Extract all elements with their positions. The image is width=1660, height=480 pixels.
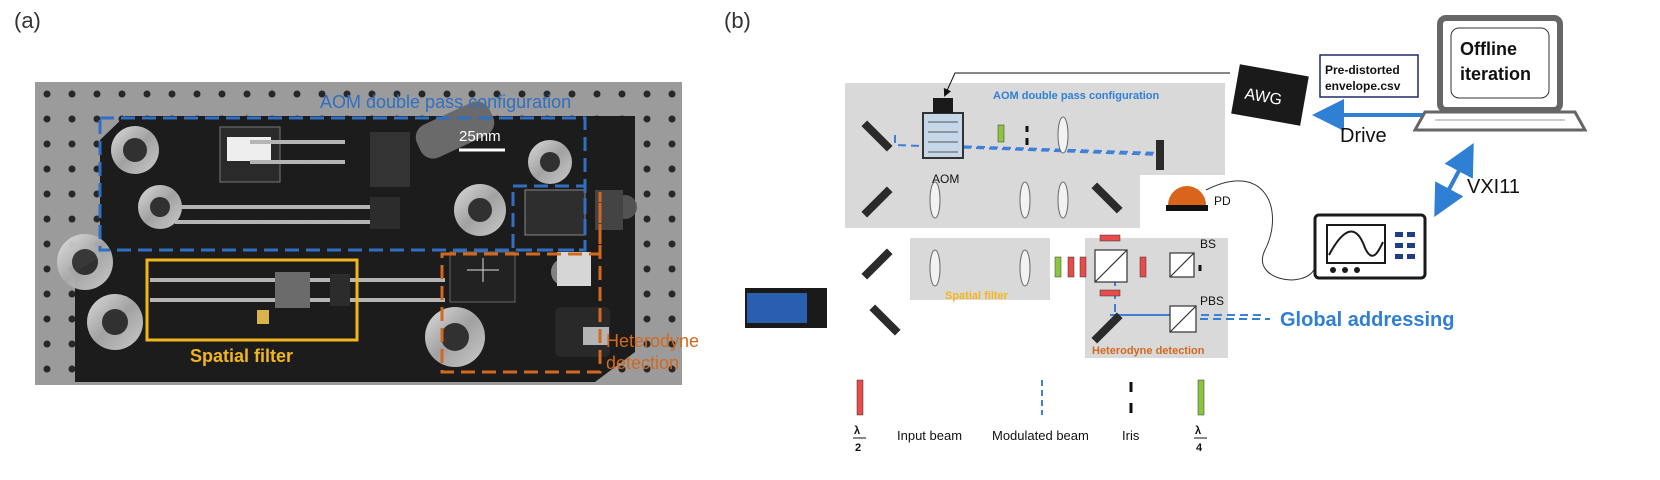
global-addressing-label: Global addressing [1280, 309, 1454, 331]
setup-schematic: AOM double pass configuration Spatial fi… [745, 10, 1660, 480]
legend-quarter-wave-den: 4 [1196, 442, 1203, 454]
legend: λ 2 Input beam Modulated beam Iris λ 4 [853, 379, 1207, 454]
spatial-filter-label: Spatial filter [190, 346, 293, 366]
offline-label-2: iteration [1460, 64, 1531, 84]
aom-label: AOM double pass configuration [320, 92, 571, 112]
beam-splitters [1094, 249, 1197, 333]
lenses [929, 116, 1069, 287]
heterodyne-label-line1: Heterodyne [606, 331, 700, 351]
legend-half-wave-den: 2 [855, 442, 861, 454]
legend-half-wave-num: λ [854, 425, 860, 437]
heterodyne-box [440, 192, 602, 374]
spatial-region-label: Spatial filter [945, 290, 1009, 302]
pbs-label: PBS [1200, 294, 1224, 308]
photodetector [1168, 186, 1206, 205]
mirrors [861, 120, 1164, 344]
legend-iris: Iris [1122, 428, 1140, 443]
awg-device: AWG [1231, 64, 1309, 126]
pd-label: PD [1214, 194, 1231, 208]
drive-label: Drive [1340, 125, 1387, 147]
panel-a-label: (a) [14, 8, 41, 33]
heterodyne-label: Heterodyne detection [606, 330, 699, 374]
aom-region-label: AOM double pass configuration [993, 90, 1160, 102]
awg-label: AWG [1243, 86, 1283, 109]
laptop-icon [1412, 15, 1588, 132]
aom-label: AOM [932, 172, 959, 186]
scale-label: 25mm [459, 128, 501, 145]
legend-half-wave-swatch [856, 379, 864, 416]
heterodyne-region-label: Heterodyne detection [1092, 345, 1205, 357]
bs-label: BS [1200, 237, 1216, 251]
vxi11-label: VXI11 [1467, 176, 1520, 198]
panel-b-label: (b) [724, 8, 751, 33]
predistorted-label-2: envelope.csv [1325, 79, 1401, 93]
predistorted-file [1319, 54, 1419, 98]
legend-quarter-wave-swatch [1197, 379, 1205, 416]
setup-photo: 25mm AOM double pass configuration Spati… [35, 82, 682, 385]
heterodyne-label-line2: detection [606, 353, 680, 373]
oscilloscope [1313, 213, 1427, 280]
aom-device [922, 98, 964, 159]
legend-input-beam: Input beam [897, 428, 962, 443]
offline-label-1: Offline [1460, 39, 1517, 59]
aom-region-box [98, 116, 587, 252]
legend-modulated-beam: Modulated beam [992, 428, 1089, 443]
legend-quarter-wave-num: λ [1195, 425, 1201, 437]
spatial-filter-box [145, 258, 359, 342]
predistorted-label-1: Pre-distorted [1325, 63, 1400, 77]
quarter-waveplate [997, 124, 1005, 143]
